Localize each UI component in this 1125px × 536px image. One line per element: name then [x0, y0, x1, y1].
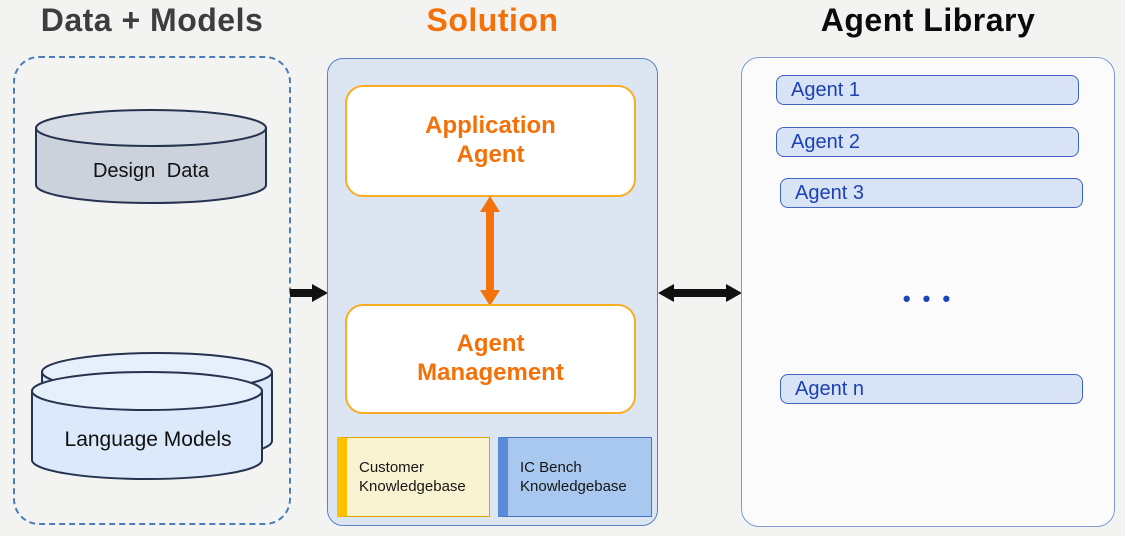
- application-agent-label: Application Agent: [425, 112, 556, 168]
- agent-library-item-3: Agent 3: [780, 178, 1083, 208]
- agent-library-title: Agent Library: [820, 2, 1036, 38]
- design-data-label: Design Data: [92, 160, 210, 182]
- agent-management-label: Agent Management: [417, 330, 564, 386]
- ic-bench-knowledgebase-box: IC Bench Knowledgebase: [498, 437, 652, 517]
- agent-2-label: Agent 2: [791, 130, 860, 153]
- solution-title: Solution: [426, 2, 559, 38]
- double-arrow-icon: [658, 284, 742, 302]
- agent-library-item-1: Agent 1: [776, 75, 1079, 105]
- agent-library-item-2: Agent 2: [776, 127, 1079, 157]
- right-arrow-icon: [290, 284, 328, 302]
- agent-management-box: Agent Management: [345, 304, 636, 414]
- agent-1-label: Agent 1: [791, 78, 860, 101]
- agent-library-ellipsis: • • •: [902, 286, 954, 311]
- agent-library-item-n: Agent n: [780, 374, 1083, 404]
- data-models-title: Data + Models: [40, 2, 264, 38]
- stacked-cylinders-icon: [31, 352, 273, 480]
- customer-knowledgebase-label: Customer Knowledgebase: [359, 458, 466, 496]
- customer-knowledgebase-box: Customer Knowledgebase: [337, 437, 490, 517]
- database-cylinder-icon: [35, 109, 267, 204]
- agent-n-label: Agent n: [795, 377, 864, 400]
- language-models-label: Language Models: [64, 428, 232, 451]
- agent-3-label: Agent 3: [795, 181, 864, 204]
- vertical-double-arrow-icon: [480, 196, 500, 306]
- ic-bench-knowledgebase-label: IC Bench Knowledgebase: [520, 458, 627, 496]
- design-data-database: Design Data: [33, 108, 269, 208]
- application-agent-box: Application Agent: [345, 85, 636, 197]
- language-models-database: Language Models: [30, 346, 276, 488]
